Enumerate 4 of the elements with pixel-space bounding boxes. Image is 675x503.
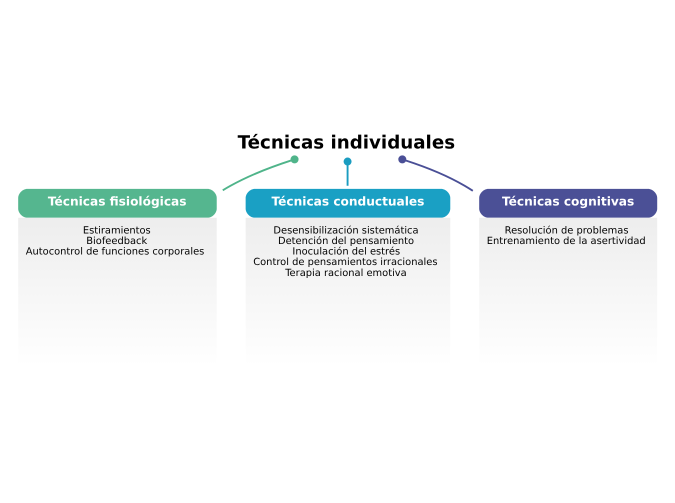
connector [222,154,299,191]
connector [398,154,474,192]
connector [344,157,352,186]
node-text: Técnicas individuales [238,132,456,154]
